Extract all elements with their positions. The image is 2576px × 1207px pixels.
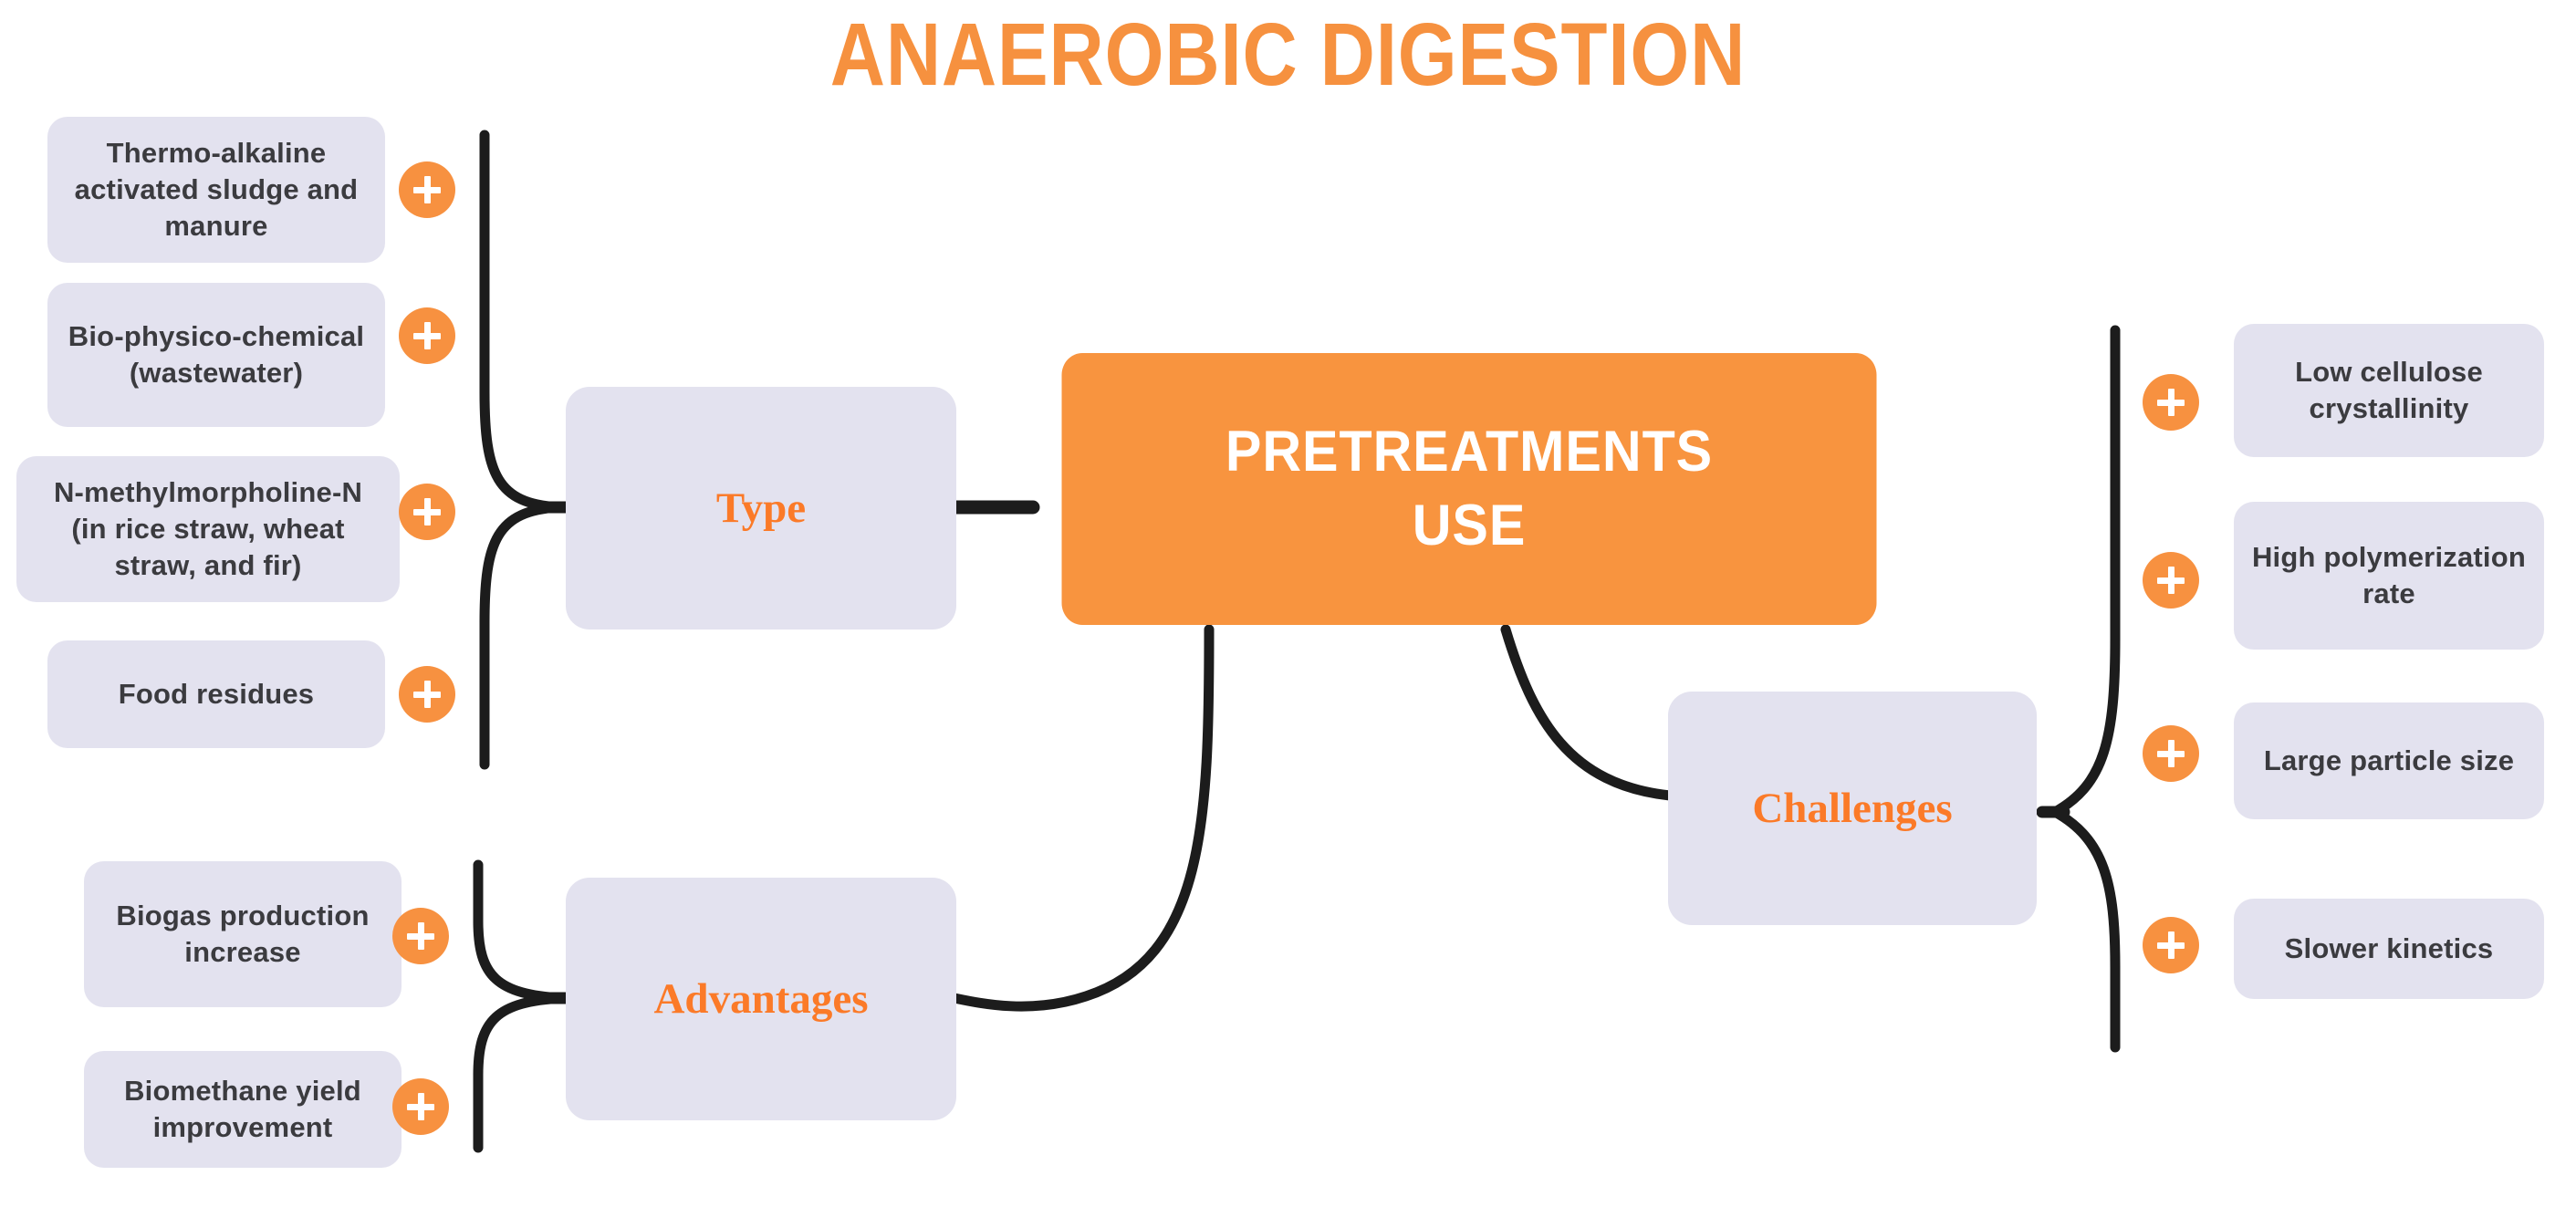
center-node-line2: USE [1412,494,1527,557]
leaf-thermo-alkaline[interactable]: Thermo-alkaline activated sludge and man… [47,117,385,263]
brace-challenges-lower [2049,806,2121,1053]
leaf-label: N-methylmorpholine-N (in rice straw, whe… [53,475,363,582]
page-title: ANAEROBIC DIGESTION [829,5,1747,104]
leaf-label: Food residues [118,677,315,710]
plus-icon[interactable] [399,307,455,364]
plus-icon-vertical-bar [423,681,431,708]
plus-icon[interactable] [399,484,455,540]
plus-icon[interactable] [2143,917,2199,973]
plus-icon-vertical-bar [2167,567,2174,594]
link-center-advantages [949,624,1215,1012]
plus-icon[interactable] [392,908,449,964]
leaf-label: Large particle size [2263,744,2515,776]
branch-node-challenges-label: Challenges [1752,785,1953,832]
branch-node-advantages-label: Advantages [653,975,869,1023]
leaf-low-cellulose-crystallinity[interactable]: Low cellulose crystallinity [2234,324,2544,457]
branch-node-type[interactable]: Type [566,387,956,630]
leaf-n-methylmorpholine-n[interactable]: N-methylmorpholine-N (in rice straw, whe… [16,456,400,602]
link-center-challenges [1500,624,1675,801]
center-node-pretreatments-use[interactable]: PRETREATMENTS USE [1061,353,1877,625]
plus-icon-vertical-bar [423,498,431,525]
leaf-food-residues[interactable]: Food residues [47,640,385,748]
leaf-label: Low cellulose crystallinity [2295,355,2483,424]
leaf-label: Bio-physico-chemical (wastewater) [68,319,365,389]
plus-icon-vertical-bar [2167,389,2174,416]
leaf-large-particle-size[interactable]: Large particle size [2234,702,2544,819]
leaf-bio-physico-chemical[interactable]: Bio-physico-chemical (wastewater) [47,283,385,427]
brace-type-lower [479,502,564,770]
plus-icon[interactable] [399,161,455,218]
plus-icon-vertical-bar [2167,931,2174,959]
center-node-label: PRETREATMENTS USE [1225,415,1713,562]
plus-icon-vertical-bar [417,922,424,950]
leaf-slower-kinetics[interactable]: Slower kinetics [2234,899,2544,999]
plus-icon[interactable] [392,1078,449,1135]
plus-icon[interactable] [2143,552,2199,609]
leaf-high-polymerization-rate[interactable]: High polymerization rate [2234,502,2544,650]
brace-advantages-lower [473,993,568,1153]
leaf-biomethane-yield-improvement[interactable]: Biomethane yield improvement [84,1051,402,1168]
plus-icon[interactable] [399,666,455,723]
branch-node-type-label: Type [715,484,807,532]
brace-type [479,130,564,513]
leaf-label: Biogas production increase [116,899,370,968]
leaf-label: Thermo-alkaline activated sludge and man… [74,136,359,243]
branch-node-advantages[interactable]: Advantages [566,878,956,1120]
brace-advantages [473,859,568,1004]
brace-challenges [2049,325,2121,817]
leaf-label: Biomethane yield improvement [124,1074,361,1143]
leaf-label: Slower kinetics [2284,931,2494,964]
plus-icon[interactable] [2143,725,2199,782]
plus-icon[interactable] [2143,374,2199,431]
leaf-biogas-production-increase[interactable]: Biogas production increase [84,861,402,1007]
branch-node-challenges[interactable]: Challenges [1668,692,2037,925]
plus-icon-vertical-bar [417,1093,424,1120]
leaf-label: High polymerization rate [2251,540,2527,609]
center-node-line1: PRETREATMENTS [1225,420,1714,484]
plus-icon-vertical-bar [423,176,431,203]
plus-icon-vertical-bar [423,322,431,349]
plus-icon-vertical-bar [2167,740,2174,767]
